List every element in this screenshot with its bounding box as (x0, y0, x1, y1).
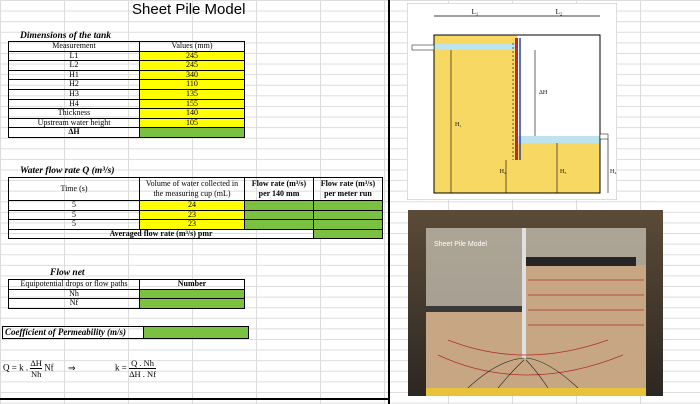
flow-lines (437, 279, 644, 376)
q-lhs: Q = k . (3, 362, 29, 373)
equipotential-lines (467, 357, 579, 389)
outlet-pipe (599, 133, 609, 140)
gravel-top (526, 257, 636, 266)
value-cell[interactable]: 105 (139, 117, 245, 129)
l2-label: L₂ (556, 8, 563, 16)
tank-outline (433, 34, 601, 194)
header-measurement: Measurement (8, 41, 140, 52)
flow-meter-cell[interactable] (313, 200, 383, 211)
delta-h-label: ΔH (539, 90, 548, 96)
header-equipotential: Equipotential drops or flow paths (8, 279, 140, 290)
permeability-label: Coefficient of Permeability (m/s) (2, 326, 144, 339)
row-label: Thickness (8, 108, 140, 119)
downstream-soil (517, 143, 600, 193)
h2-label: H₂ (500, 169, 506, 175)
sheet-pile (515, 38, 518, 160)
model-photo: Sheet Pile Model (408, 210, 663, 396)
photo-label: Sheet Pile Model (434, 241, 487, 248)
sheet-pile-photo (522, 228, 526, 358)
arrow-icon: ⇒ (67, 362, 76, 373)
header-volume: Volume of water collected in the measuri… (139, 177, 245, 201)
flow-140-cell[interactable] (244, 209, 314, 221)
averaged-flow-label: Averaged flow rate (m³/s) pmr (8, 228, 314, 240)
tray (426, 388, 646, 396)
k-lhs: k = (115, 362, 127, 373)
value-cell[interactable]: 140 (139, 108, 245, 119)
flownet-table: Equipotential drops or flow paths Number… (8, 279, 245, 309)
bottom-border (0, 398, 390, 400)
q-tail: Nf (44, 362, 54, 373)
h1-label: H₁ (455, 122, 461, 128)
l1-label: L₁ (472, 8, 479, 16)
k-fraction: Q . Nh ΔH . Nf (129, 358, 157, 379)
header-time: Time (s) (8, 177, 140, 201)
inlet-pipe (411, 44, 435, 51)
k-denominator: ΔH . Nf (129, 369, 157, 379)
q-denominator: Nh (30, 369, 42, 379)
nf-cell[interactable] (139, 298, 245, 309)
q-numerator: ΔH (30, 358, 42, 369)
flow-table: Time (s) Volume of water collected in th… (8, 177, 383, 240)
value-cell[interactable]: 135 (139, 88, 245, 100)
tank-diagram: L₁ L₂ ΔH H₁ H₂ H₃ H₄ (407, 3, 617, 200)
nh-cell[interactable] (139, 288, 245, 300)
flow-140-cell[interactable] (244, 200, 314, 211)
formula-q: Q = k . ΔH Nh Nf ⇒ (3, 358, 75, 379)
volume-cell[interactable]: 24 (139, 200, 245, 211)
column-border (388, 0, 390, 404)
dimensions-heading: Dimensions of the tank (20, 31, 112, 41)
right-soil (526, 265, 646, 388)
header-values: Values (mm) (139, 41, 245, 52)
k-numerator: Q . Nh (129, 358, 157, 369)
gravel-left (426, 306, 526, 312)
downstream-water (517, 136, 600, 143)
header-flow-meter: Flow rate (m³/s) per meter run (313, 177, 383, 201)
page-title: Sheet Pile Model (132, 1, 246, 18)
nf-label: Nf (8, 298, 140, 309)
volume-cell[interactable]: 23 (139, 219, 245, 230)
row-label: H3 (8, 88, 140, 100)
flow-meter-cell[interactable] (313, 219, 383, 230)
permeability-table: Coefficient of Permeability (m/s) (2, 326, 249, 339)
row-label: L2 (8, 60, 140, 71)
flow-140-cell[interactable] (244, 219, 314, 230)
h4-label: H₄ (610, 169, 616, 175)
upstream-soil (434, 35, 517, 193)
header-number: Number (139, 279, 245, 290)
permeability-cell[interactable] (143, 326, 249, 339)
q-fraction: ΔH Nh (30, 358, 42, 379)
value-cell[interactable]: 245 (139, 60, 245, 71)
time-cell: 5 (8, 200, 140, 211)
flownet-heading: Flow net (50, 268, 85, 278)
formula-k: k = Q . Nh ΔH . Nf (115, 358, 157, 379)
upstream-water (434, 44, 517, 50)
flow-meter-cell[interactable] (313, 209, 383, 221)
delta-h-cell[interactable] (139, 127, 245, 138)
h3-label: H₃ (560, 169, 566, 175)
flow-heading: Water flow rate Q (m³/s) (20, 166, 115, 176)
header-flow-140: Flow rate (m³/s) per 140 mm (244, 177, 314, 201)
row-label: ΔH (8, 127, 140, 138)
time-cell: 5 (8, 219, 140, 230)
averaged-flow-cell[interactable] (313, 228, 383, 240)
